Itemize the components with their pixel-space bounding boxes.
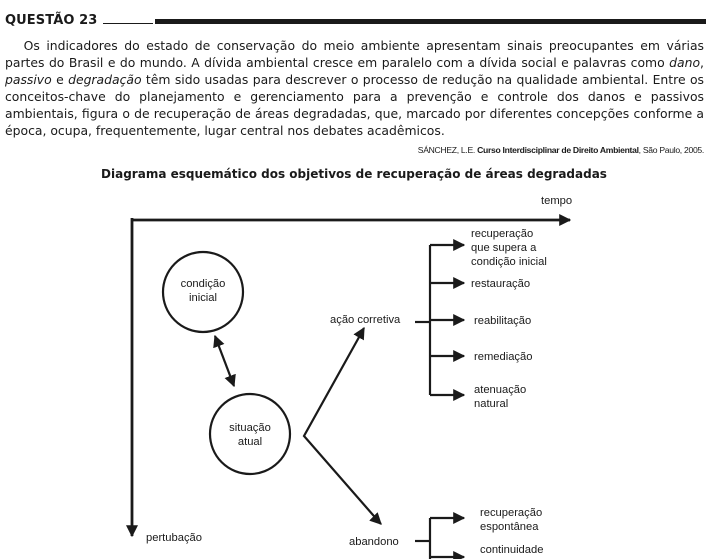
outcome-1-line-3: condição inicial [471, 256, 547, 268]
abandon-outcome-2: continuidade [480, 544, 543, 556]
header-thin-rule [103, 23, 153, 24]
corrective-action-label: ação corretiva [330, 314, 401, 326]
initial-condition-label-2: inicial [189, 292, 217, 304]
current-situation-circle [208, 392, 292, 476]
outcome-2: restauração [471, 278, 530, 290]
abandon-arrow-head [369, 512, 382, 525]
initial-condition-circle [161, 250, 245, 334]
corrective-arrow-head [353, 326, 365, 341]
source-details: , São Paulo, 2005. [638, 145, 705, 155]
question-paragraph: Os indicadores do estado de conservação … [5, 37, 704, 139]
disturbance-axis-label: pertubação [146, 532, 202, 544]
abandon-outcome-1-line-2: espontânea [480, 521, 539, 533]
diagram-title: Diagrama esquemático dos objetivos de re… [101, 167, 607, 181]
paragraph-text: e [51, 72, 69, 87]
emphasized-term: degradação [68, 72, 142, 87]
source-title: Curso Interdisciplinar de Direito Ambien… [477, 145, 639, 155]
paragraph-text: Os indicadores do estado de conservação … [5, 38, 704, 70]
outcome-1-line-1: recuperação [471, 228, 533, 240]
paragraph-text: têm sido usadas para descrever o process… [5, 72, 704, 138]
source-author: SÁNCHEZ, L.E. [417, 145, 476, 155]
double-arrow [213, 334, 236, 388]
outcome-3: reabilitação [474, 315, 531, 327]
source-citation: SÁNCHEZ, L.E. Curso Interdisciplinar de … [417, 145, 705, 155]
outcome-1-line-2: que supera a [471, 242, 537, 254]
header-thick-rule [155, 19, 706, 24]
emphasized-term: dano [669, 55, 701, 70]
initial-condition-label-1: condição [181, 278, 226, 290]
paragraph-text: , [700, 55, 704, 70]
current-situation-label-2: atual [238, 436, 262, 448]
question-text: Os indicadores do estado de conservação … [5, 37, 704, 139]
question-title: QUESTÃO 23 [5, 13, 98, 28]
time-axis-label: tempo [541, 195, 572, 207]
abandon-label: abandono [349, 536, 399, 548]
outcome-5-line-1: atenuação [474, 384, 526, 396]
outcome-5-line-2: natural [474, 398, 508, 410]
current-situation-label-1: situação [229, 422, 271, 434]
branch-lines [302, 329, 381, 524]
question-header: QUESTÃO 23 [5, 13, 706, 31]
outcome-4: remediação [474, 351, 532, 363]
abandon-outcome-1-line-1: recuperação [480, 507, 542, 519]
emphasized-term: passivo [5, 72, 52, 87]
